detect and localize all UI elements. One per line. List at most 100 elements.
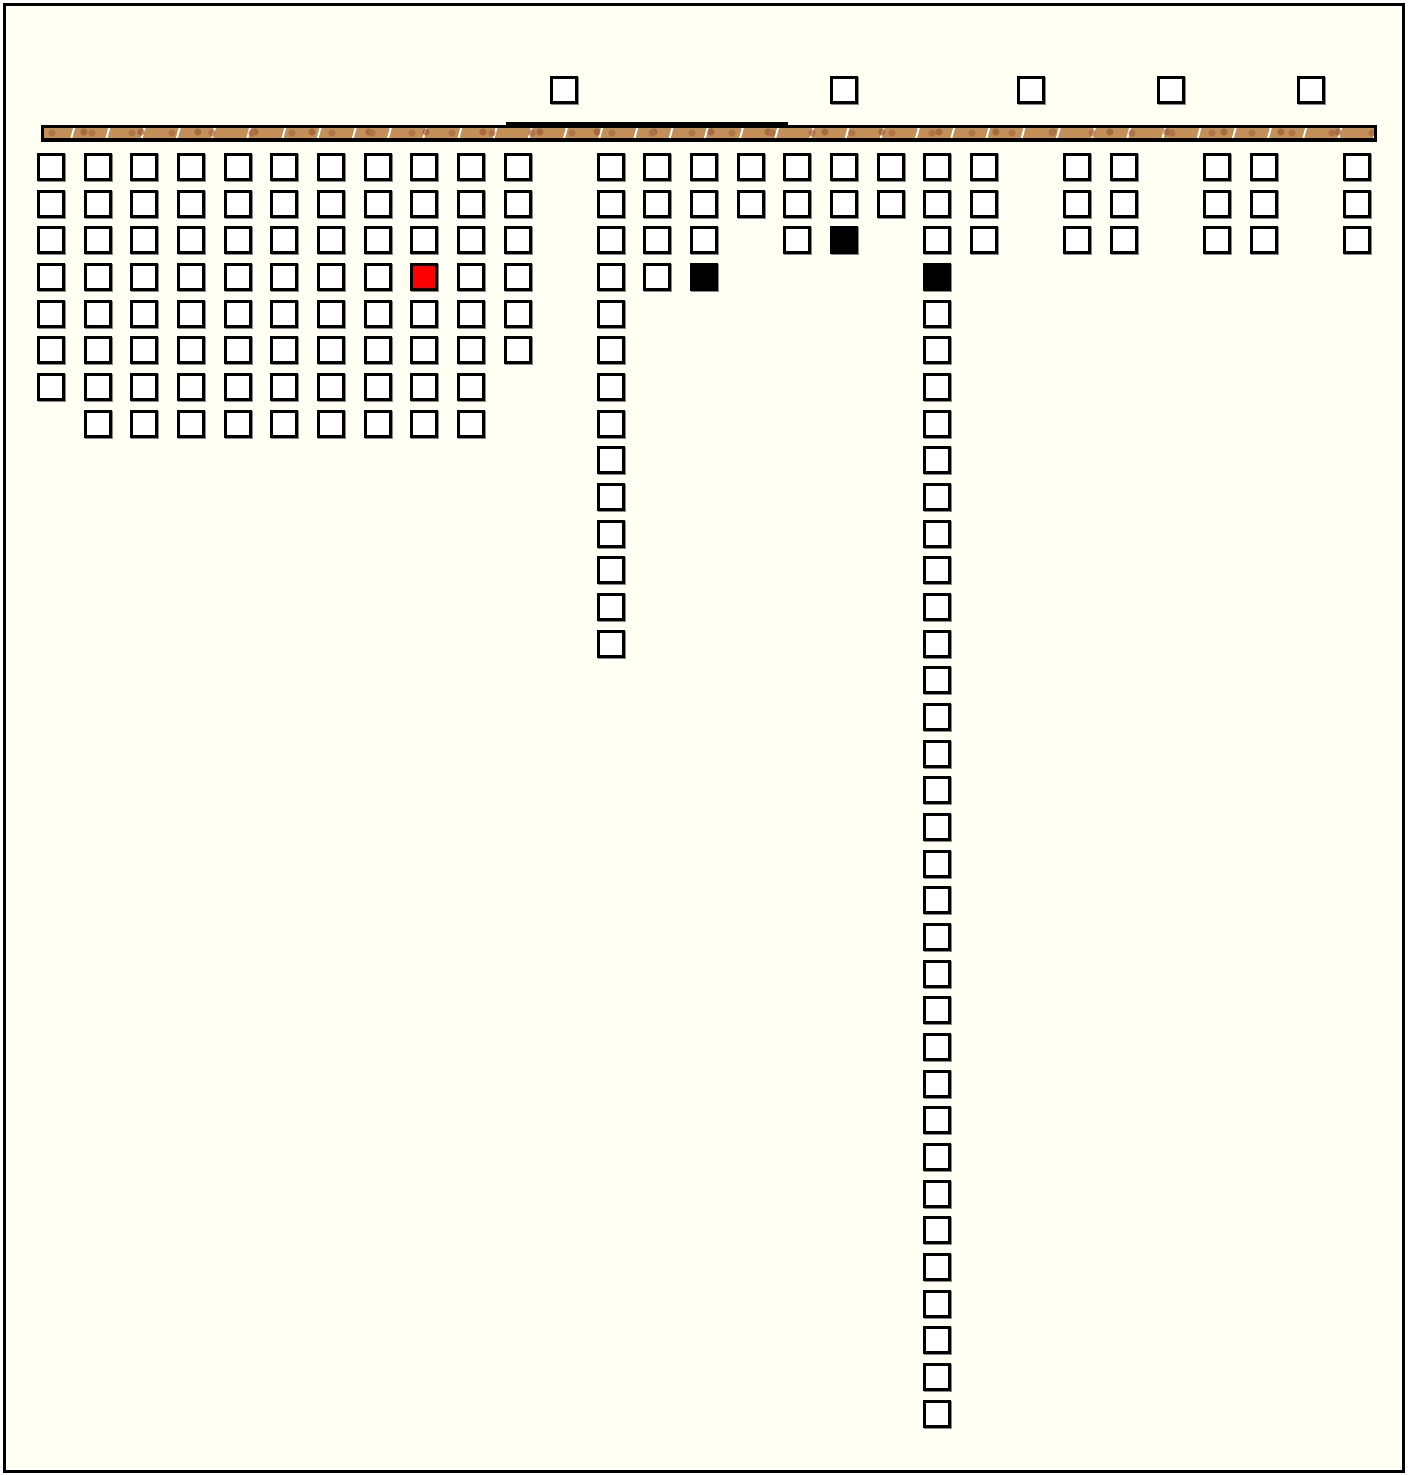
cell-empty[interactable] [364, 153, 392, 181]
cell-empty[interactable] [410, 153, 438, 181]
cell-empty[interactable] [177, 263, 205, 291]
cell-empty[interactable] [130, 336, 158, 364]
cell-empty[interactable] [37, 336, 65, 364]
cell-empty[interactable] [970, 190, 998, 218]
cell-empty[interactable] [364, 336, 392, 364]
cell-empty[interactable] [130, 410, 158, 438]
cell-empty[interactable] [37, 373, 65, 401]
cell-empty[interactable] [1343, 190, 1371, 218]
cell-empty[interactable] [37, 226, 65, 254]
cell-empty[interactable] [923, 996, 951, 1024]
cell-empty[interactable] [37, 153, 65, 181]
cell-empty[interactable] [130, 300, 158, 328]
cell-empty[interactable] [1063, 226, 1091, 254]
cell-empty[interactable] [597, 190, 625, 218]
cell-empty[interactable] [923, 886, 951, 914]
cell-empty[interactable] [130, 373, 158, 401]
cell-empty[interactable] [457, 190, 485, 218]
cell-empty[interactable] [923, 226, 951, 254]
cell-empty[interactable] [364, 373, 392, 401]
cell-empty[interactable] [270, 300, 298, 328]
cell-empty[interactable] [923, 1216, 951, 1244]
cell-empty[interactable] [410, 373, 438, 401]
cell-empty[interactable] [783, 190, 811, 218]
cell-empty[interactable] [923, 1143, 951, 1171]
cell-empty[interactable] [643, 263, 671, 291]
cell-empty[interactable] [1110, 190, 1138, 218]
cell-empty[interactable] [84, 226, 112, 254]
top-cell[interactable] [830, 76, 858, 104]
cell-empty[interactable] [597, 630, 625, 658]
cell-empty[interactable] [364, 190, 392, 218]
cell-empty[interactable] [877, 190, 905, 218]
cell-empty[interactable] [224, 263, 252, 291]
cell-empty[interactable] [1250, 226, 1278, 254]
cell-empty[interactable] [1203, 153, 1231, 181]
cell-empty[interactable] [830, 190, 858, 218]
cell-empty[interactable] [270, 336, 298, 364]
cell-empty[interactable] [1250, 153, 1278, 181]
cell-empty[interactable] [504, 153, 532, 181]
cell-empty[interactable] [597, 446, 625, 474]
cell-empty[interactable] [597, 593, 625, 621]
cell-empty[interactable] [783, 153, 811, 181]
cell-empty[interactable] [410, 226, 438, 254]
cell-empty[interactable] [317, 410, 345, 438]
cell-empty[interactable] [457, 300, 485, 328]
cell-empty[interactable] [457, 336, 485, 364]
top-cell[interactable] [1017, 76, 1045, 104]
cell-empty[interactable] [84, 263, 112, 291]
cell-empty[interactable] [923, 410, 951, 438]
cell-empty[interactable] [923, 483, 951, 511]
cell-empty[interactable] [923, 556, 951, 584]
cell-empty[interactable] [270, 373, 298, 401]
cell-empty[interactable] [410, 300, 438, 328]
cell-empty[interactable] [130, 226, 158, 254]
cell-empty[interactable] [923, 630, 951, 658]
cell-empty[interactable] [1063, 153, 1091, 181]
cell-empty[interactable] [923, 666, 951, 694]
cell-empty[interactable] [923, 593, 951, 621]
cell-empty[interactable] [923, 1253, 951, 1281]
cell-empty[interactable] [923, 703, 951, 731]
cell-empty[interactable] [923, 923, 951, 951]
cell-empty[interactable] [1063, 190, 1091, 218]
cell-filled[interactable] [923, 263, 951, 291]
cell-empty[interactable] [690, 226, 718, 254]
cell-empty[interactable] [224, 190, 252, 218]
cell-empty[interactable] [923, 300, 951, 328]
cell-empty[interactable] [37, 263, 65, 291]
cell-empty[interactable] [597, 483, 625, 511]
cell-empty[interactable] [923, 153, 951, 181]
cell-empty[interactable] [597, 153, 625, 181]
cell-empty[interactable] [270, 190, 298, 218]
cell-empty[interactable] [504, 336, 532, 364]
cell-empty[interactable] [597, 556, 625, 584]
cell-empty[interactable] [410, 410, 438, 438]
cell-empty[interactable] [84, 373, 112, 401]
cell-empty[interactable] [224, 336, 252, 364]
cell-empty[interactable] [84, 300, 112, 328]
cell-empty[interactable] [130, 263, 158, 291]
cell-filled[interactable] [690, 263, 718, 291]
cell-empty[interactable] [737, 153, 765, 181]
cell-empty[interactable] [1110, 226, 1138, 254]
cell-empty[interactable] [37, 300, 65, 328]
cell-empty[interactable] [597, 336, 625, 364]
cell-empty[interactable] [923, 1326, 951, 1354]
cell-empty[interactable] [317, 190, 345, 218]
cell-empty[interactable] [504, 263, 532, 291]
cell-empty[interactable] [923, 190, 951, 218]
cell-empty[interactable] [457, 153, 485, 181]
cell-empty[interactable] [1203, 226, 1231, 254]
cell-empty[interactable] [923, 960, 951, 988]
cell-empty[interactable] [37, 190, 65, 218]
cell-empty[interactable] [923, 336, 951, 364]
cell-empty[interactable] [970, 226, 998, 254]
cell-empty[interactable] [830, 153, 858, 181]
cell-empty[interactable] [177, 373, 205, 401]
cell-empty[interactable] [364, 226, 392, 254]
cell-empty[interactable] [270, 263, 298, 291]
cell-empty[interactable] [457, 263, 485, 291]
cell-empty[interactable] [317, 226, 345, 254]
